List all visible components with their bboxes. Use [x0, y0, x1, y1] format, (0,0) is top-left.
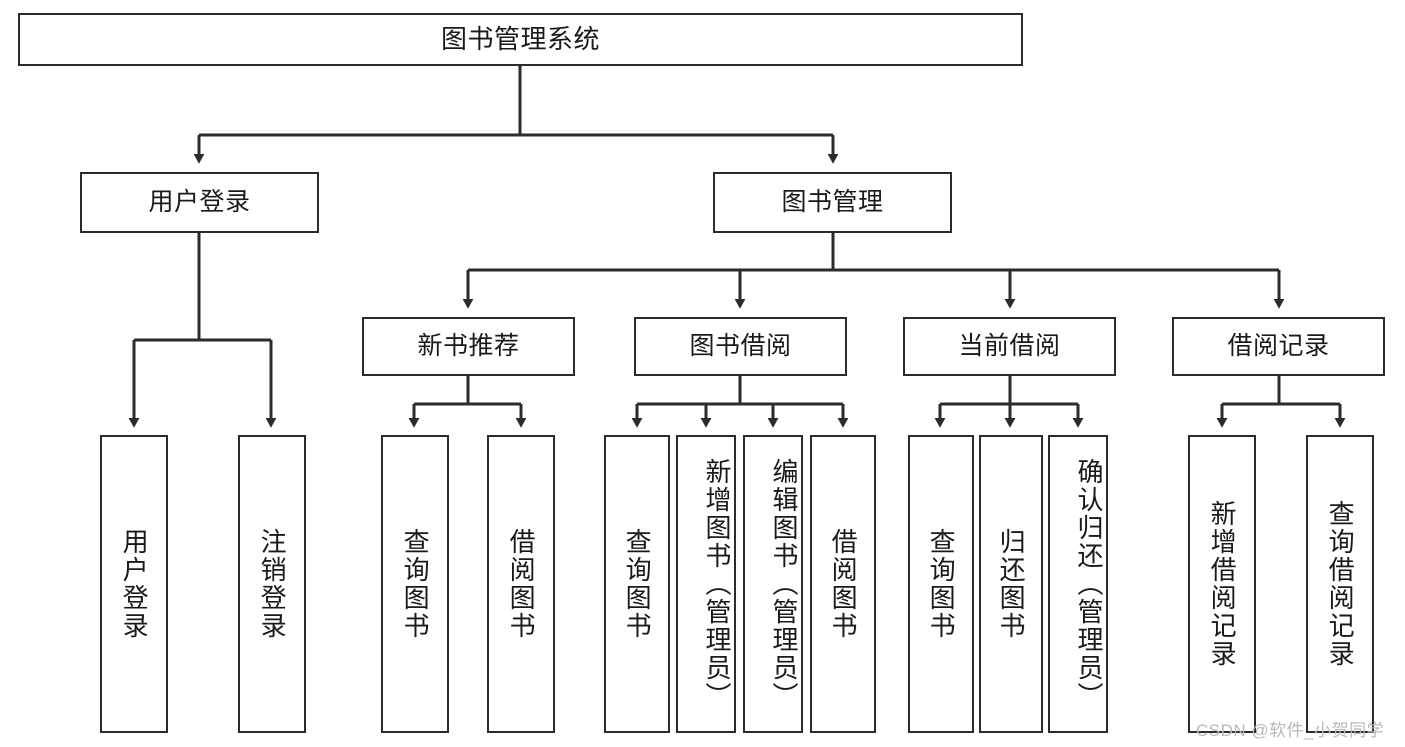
node-label: 查询图书 — [926, 528, 957, 640]
node-label: 当前借阅 — [958, 332, 1061, 361]
leaf-user-login-login[interactable]: 用户登录 — [100, 435, 168, 733]
node-user-login[interactable]: 用户登录 — [80, 172, 319, 233]
node-label: 查询图书 — [622, 528, 653, 640]
leaf-book-borrow-query-book[interactable]: 查询图书 — [604, 435, 670, 733]
leaf-current-borrow-query-book[interactable]: 查询图书 — [908, 435, 974, 733]
node-label: 图书管理系统 — [440, 23, 600, 54]
leaf-borrow-record-query-record[interactable]: 查询借阅记录 — [1306, 435, 1374, 733]
leaf-book-borrow-edit-book-admin[interactable]: 编辑图书（管理员） — [743, 435, 803, 733]
node-book-management[interactable]: 图书管理 — [713, 172, 952, 233]
csdn-watermark: CSDN @软件_小贺同学 — [1196, 721, 1385, 740]
node-label: 用户登录 — [119, 528, 150, 640]
node-label: 新增借阅记录 — [1207, 500, 1238, 668]
node-book-borrow[interactable]: 图书借阅 — [634, 317, 847, 376]
leaf-current-borrow-confirm-return-admin[interactable]: 确认归还（管理员） — [1048, 435, 1108, 733]
node-label: 确认归还（管理员） — [1074, 458, 1104, 710]
node-label: 归还图书 — [996, 528, 1027, 640]
node-root-book-management-system[interactable]: 图书管理系统 — [18, 13, 1023, 66]
node-label: 查询借阅记录 — [1325, 500, 1356, 668]
node-label: 借阅图书 — [828, 528, 859, 640]
node-label: 编辑图书（管理员） — [769, 458, 799, 710]
node-current-borrow[interactable]: 当前借阅 — [903, 317, 1116, 376]
node-label: 新增图书（管理员） — [702, 458, 732, 710]
leaf-borrow-record-add-record[interactable]: 新增借阅记录 — [1188, 435, 1256, 733]
leaf-new-book-borrow-book[interactable]: 借阅图书 — [487, 435, 555, 733]
leaf-new-book-query-book[interactable]: 查询图书 — [381, 435, 449, 733]
leaf-book-borrow-add-book-admin[interactable]: 新增图书（管理员） — [676, 435, 736, 733]
node-label: 用户登录 — [148, 188, 251, 217]
leaf-book-borrow-borrow-book[interactable]: 借阅图书 — [810, 435, 876, 733]
leaf-current-borrow-return-book[interactable]: 归还图书 — [979, 435, 1043, 733]
node-label: 借阅图书 — [506, 528, 537, 640]
node-label: 图书管理 — [781, 188, 884, 217]
node-label: 注销登录 — [257, 528, 288, 640]
node-label: 新书推荐 — [417, 332, 520, 361]
node-label: 借阅记录 — [1227, 332, 1330, 361]
node-borrow-record[interactable]: 借阅记录 — [1172, 317, 1385, 376]
leaf-user-login-logout[interactable]: 注销登录 — [238, 435, 306, 733]
node-label: 查询图书 — [400, 528, 431, 640]
node-label: 图书借阅 — [689, 332, 792, 361]
node-new-book-recommend[interactable]: 新书推荐 — [362, 317, 575, 376]
